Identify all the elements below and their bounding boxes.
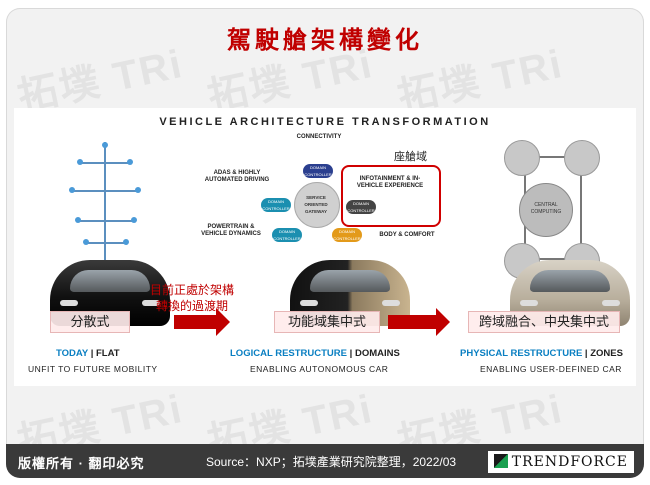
- domain-controller-connectivity: DOMAIN CONTROLLER: [303, 164, 333, 178]
- footer-bar: 版權所有 · 翻印必究 Source：NXP；拓墣產業研究院整理，2022/03…: [6, 444, 644, 478]
- central-computing-node: CENTRAL COMPUTING: [519, 183, 573, 237]
- domain-controller-powertrain: DOMAIN CONTROLLER: [272, 228, 302, 242]
- architecture-figure: VEHICLE ARCHITECTURE TRANSFORMATION CONN…: [14, 108, 636, 386]
- caption-today: TODAY | FLAT: [56, 348, 120, 359]
- stage-label-zonal: 跨域融合、中央集中式: [468, 311, 620, 333]
- brand-name: TRENDFORCE: [511, 454, 628, 470]
- connectivity-label: CONNECTIVITY: [296, 134, 342, 140]
- slide-title: 駕駛艙架構變化: [227, 25, 423, 54]
- caption-physical: PHYSICAL RESTRUCTURE | ZONES: [460, 348, 623, 359]
- caption-dark: ZONES: [590, 348, 623, 359]
- caption-blue: LOGICAL RESTRUCTURE: [230, 348, 347, 359]
- zone-node: [564, 140, 600, 176]
- caption-dark: DOMAINS: [354, 348, 400, 359]
- caption-blue: TODAY: [56, 348, 89, 359]
- transition-note: 目前正處於架構 轉換的過渡期: [150, 282, 234, 314]
- copyright-notice: 版權所有 · 翻印必究: [18, 456, 145, 471]
- zone-node: [504, 140, 540, 176]
- stage-label-distributed: 分散式: [50, 311, 130, 333]
- slide: 拓墣 TRi 拓墣 TRi 拓墣 TRi 拓墣 TRi 拓墣 TRi 拓墣 TR…: [6, 8, 644, 478]
- arrow-right-icon: [174, 308, 230, 336]
- adas-label: ADAS & HIGHLY AUTOMATED DRIVING: [204, 170, 270, 183]
- subcaption-zones: ENABLING USER-DEFINED CAR: [480, 364, 622, 374]
- cockpit-domain-label: 座艙域: [394, 151, 427, 163]
- trendforce-logo: TRENDFORCE: [487, 451, 634, 473]
- source-citation: Source：NXP；拓墣產業研究院整理，2022/03: [206, 455, 457, 469]
- cockpit-domain-highlight: [341, 165, 441, 227]
- caption-dark: FLAT: [96, 348, 120, 359]
- infotainment-label: INFOTAINMENT & IN-VEHICLE EXPERIENCE: [356, 176, 424, 189]
- trendforce-logo-icon: [493, 454, 508, 468]
- domain-controller-adas: DOMAIN CONTROLLER: [261, 198, 291, 212]
- caption-separator: |: [349, 348, 353, 359]
- gateway-hub: [294, 182, 340, 228]
- gateway-label: SERVICE ORIENTED GATEWAY: [304, 195, 328, 214]
- caption-logical: LOGICAL RESTRUCTURE | DOMAINS: [230, 348, 400, 359]
- domain-controller-body: DOMAIN CONTROLLER: [332, 228, 362, 242]
- transition-note-line2: 轉換的過渡期: [156, 299, 229, 313]
- arrow-right-icon: [388, 308, 450, 336]
- subcaption-flat: UNFIT TO FUTURE MOBILITY: [28, 364, 158, 374]
- body-comfort-label: BODY & COMFORT: [379, 232, 435, 238]
- caption-separator: |: [90, 348, 94, 359]
- caption-blue: PHYSICAL RESTRUCTURE: [460, 348, 583, 359]
- subcaption-domains: ENABLING AUTONOMOUS CAR: [250, 364, 389, 374]
- domain-controller-infotainment: DOMAIN CONTROLLER: [346, 200, 376, 214]
- caption-separator: |: [584, 348, 588, 359]
- stage-label-domain: 功能域集中式: [274, 311, 380, 333]
- transition-note-line1: 目前正處於架構: [150, 283, 235, 297]
- figure-heading: VEHICLE ARCHITECTURE TRANSFORMATION: [159, 116, 491, 128]
- powertrain-label: POWERTRAIN & VEHICLE DYNAMICS: [201, 224, 261, 237]
- flat-network-diagram: [69, 142, 142, 260]
